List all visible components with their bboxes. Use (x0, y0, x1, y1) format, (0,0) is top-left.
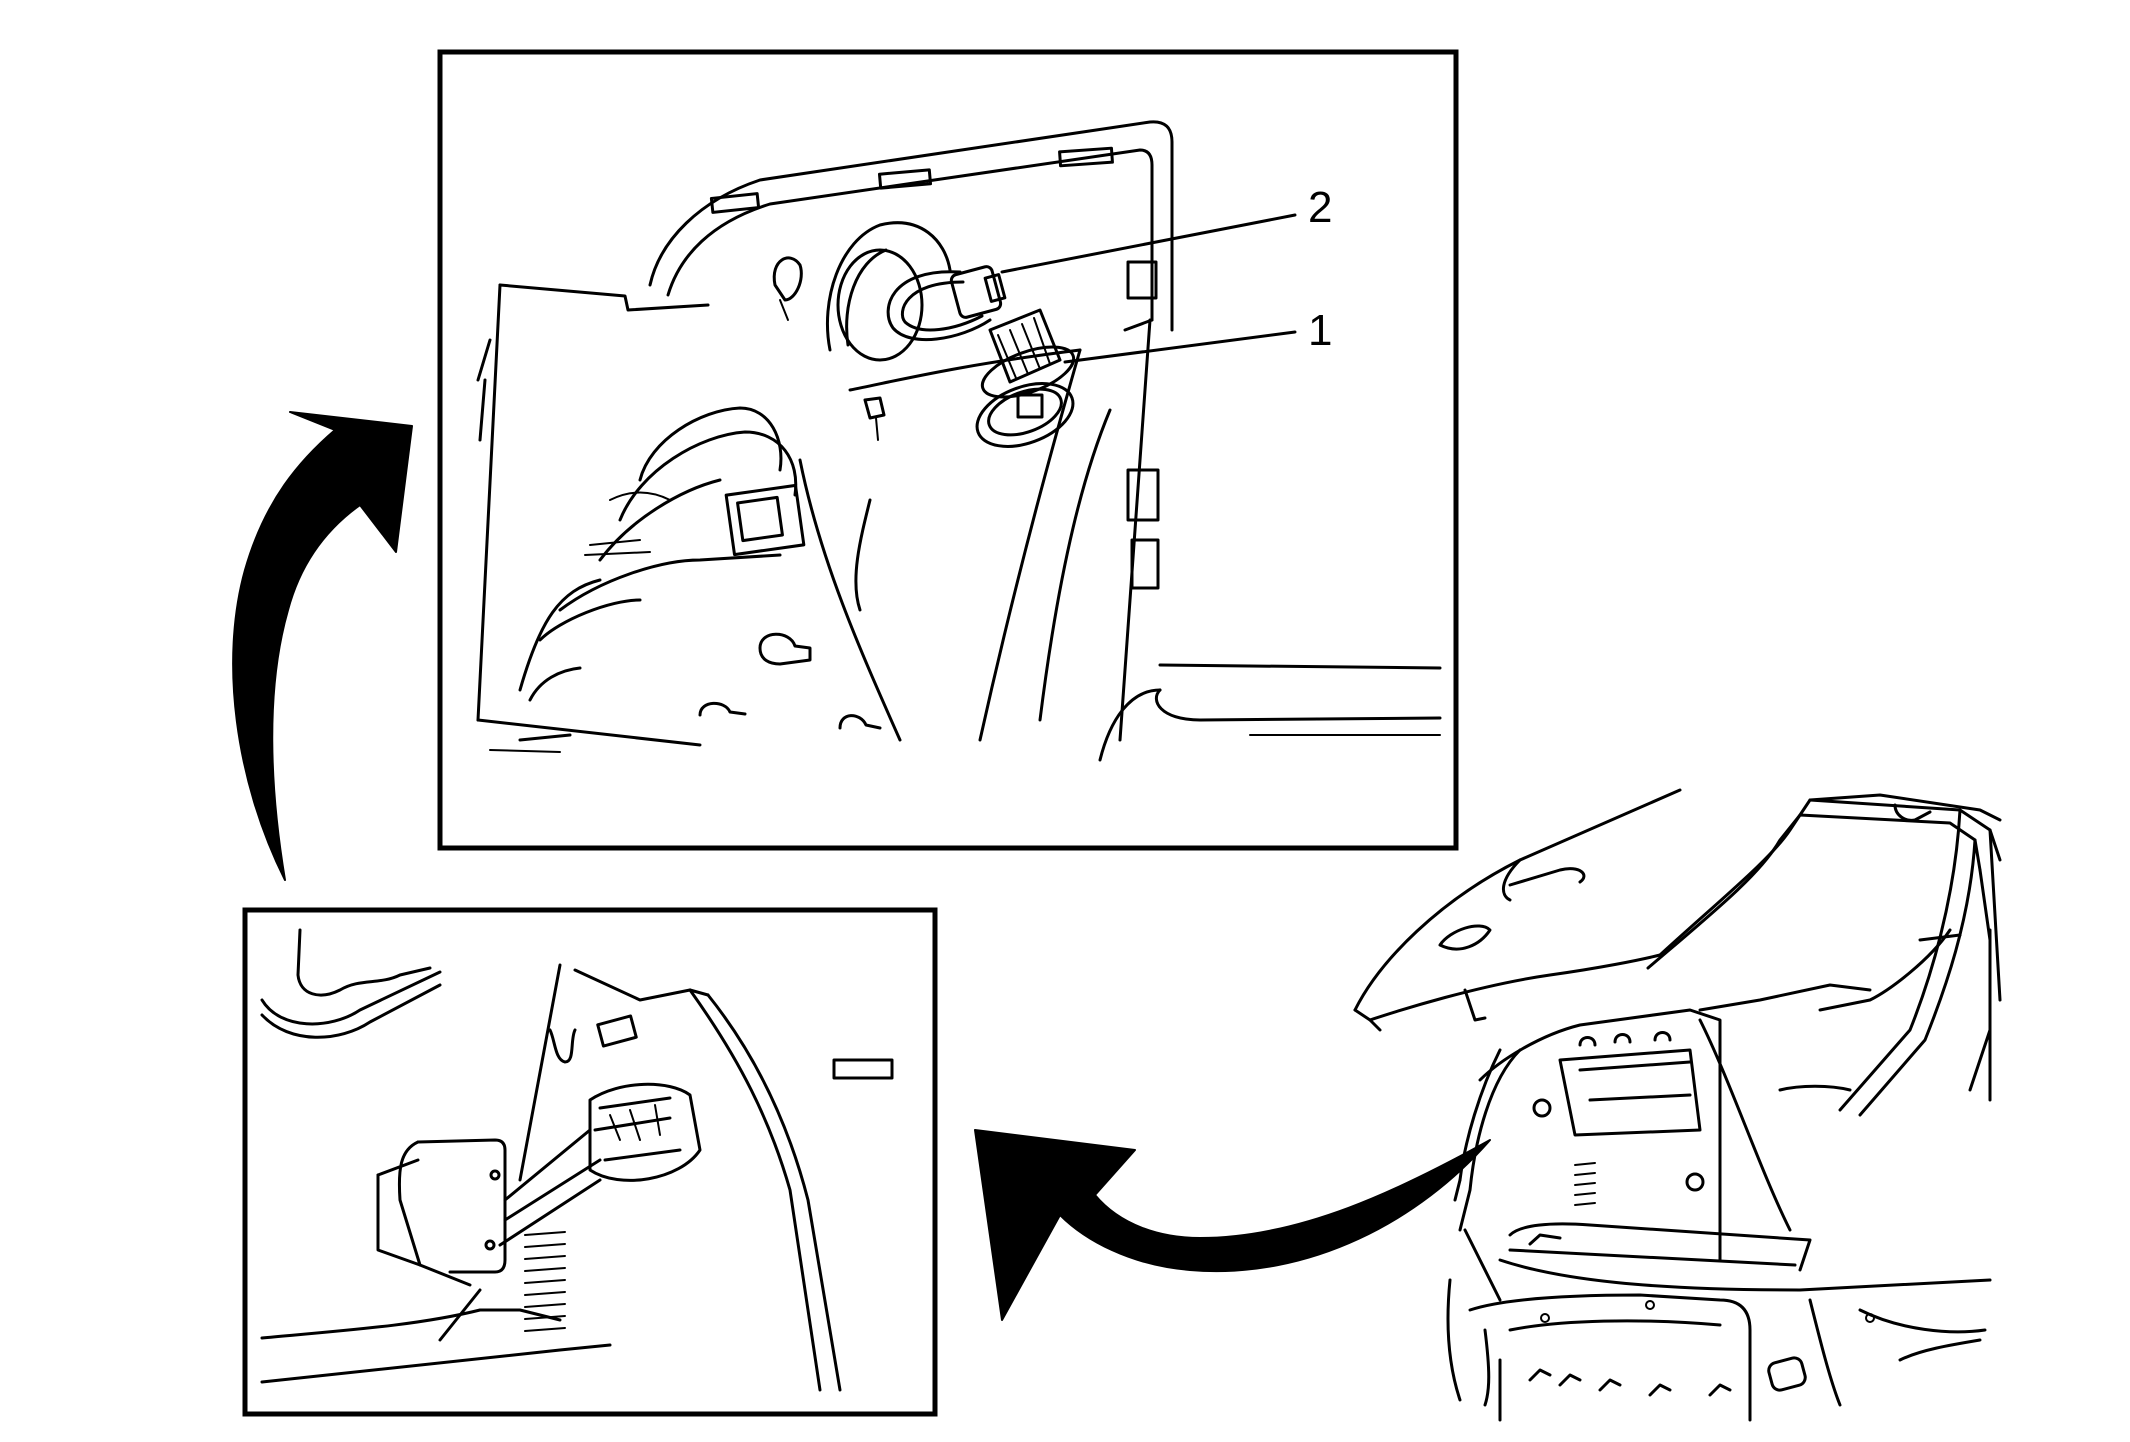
callout-label-2: 2 (1308, 183, 1332, 232)
callout-leader-1 (1063, 330, 1297, 364)
callout-leader-2 (1000, 213, 1297, 274)
lamp-bulb (886, 265, 1007, 341)
detail-view-socket-frame (437, 49, 1459, 851)
detail-view-access-panel (242, 907, 938, 1417)
lamp-housing (476, 120, 1174, 747)
callout-label-1: 1 (1308, 306, 1332, 355)
inner-panel (489, 260, 1442, 762)
access-cover (376, 1128, 602, 1287)
arrow-to-access-panel (974, 1129, 1491, 1321)
lamp-socket (975, 308, 1076, 448)
arrow-to-socket-detail (232, 411, 413, 881)
detail-view-socket: 2 1 (437, 49, 1459, 851)
detail-view-access-panel-frame (242, 907, 938, 1417)
wiring-harness (518, 406, 806, 742)
vehicle-overview (1353, 788, 2002, 1422)
